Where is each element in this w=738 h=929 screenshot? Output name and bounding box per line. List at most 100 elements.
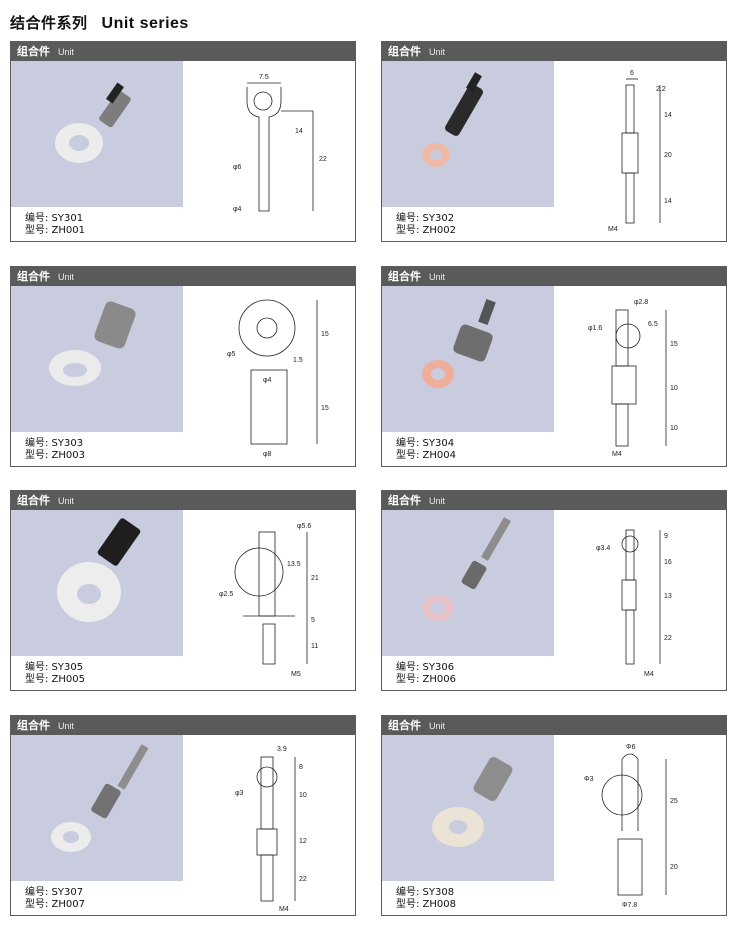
dim-label: φ5: [227, 351, 236, 358]
dim-label: 22: [299, 876, 307, 883]
dim-label: φ1.6: [588, 325, 602, 332]
product-caption: 编号: SY304 型号: ZH004: [382, 432, 554, 466]
technical-drawing: 3.9 8 φ3 10 12 22 M4: [183, 735, 355, 915]
dim-label: 2.2: [656, 86, 666, 93]
product-model: 型号: ZH007: [25, 899, 86, 910]
dim-label: M4: [279, 906, 289, 913]
title-cn: 结合件系列: [10, 14, 88, 32]
dim-label: 10: [299, 792, 307, 799]
page-title: 结合件系列 Unit series: [10, 12, 189, 33]
dim-label: 12: [299, 838, 307, 845]
dim-label: 15: [670, 341, 678, 348]
dim-label: 10: [670, 385, 678, 392]
dim-label: 5: [311, 617, 315, 624]
product-caption: 编号: SY308 型号: ZH008: [382, 881, 554, 915]
dim-label: 15: [321, 405, 329, 412]
product-code: 编号: SY303: [25, 438, 84, 449]
product-caption: 编号: SY302 型号: ZH002: [382, 207, 554, 241]
product-caption: 编号: SY303 型号: ZH003: [11, 432, 183, 466]
product-code: 编号: SY301: [25, 213, 84, 224]
product-code: 编号: SY304: [396, 438, 455, 449]
dim-label: 14: [664, 198, 672, 205]
dim-label: φ6: [233, 164, 242, 171]
technical-drawing: 6 2.2 14 20 14 M4: [554, 61, 726, 241]
dim-label: 15: [321, 331, 329, 338]
dim-label: φ3: [235, 790, 244, 797]
technical-drawing: Φ6 Φ3 25 20 Φ7.8: [554, 735, 726, 915]
product-caption: 编号: SY305 型号: ZH005: [11, 656, 183, 690]
dim-label: 3.9: [277, 746, 287, 753]
product-model: 型号: ZH005: [25, 674, 86, 685]
dim-label: φ8: [263, 451, 272, 458]
dim-label: 8: [299, 764, 303, 771]
dim-label: M4: [608, 226, 618, 233]
product-caption: 编号: SY301 型号: ZH001: [11, 207, 183, 241]
dim-label: 6: [630, 70, 634, 77]
technical-drawing: φ5 15 1.5 φ4 15 φ8: [183, 286, 355, 466]
product-code: 编号: SY308: [396, 887, 455, 898]
dim-label: M5: [291, 671, 301, 678]
dim-label: 11: [311, 643, 318, 650]
dim-label: M4: [612, 451, 622, 458]
dim-label: 21: [311, 575, 319, 582]
dim-label: 22: [319, 156, 327, 163]
product-model: 型号: ZH008: [396, 899, 457, 910]
product-model: 型号: ZH003: [25, 450, 86, 461]
dim-label: 7.5: [259, 74, 269, 81]
dim-label: Φ3: [584, 776, 594, 783]
product-caption: 编号: SY306 型号: ZH006: [382, 656, 554, 690]
product-model: 型号: ZH001: [25, 225, 86, 236]
dim-label: 14: [664, 112, 672, 119]
dim-label: φ2.8: [634, 299, 648, 306]
dim-label: 25: [670, 798, 678, 805]
technical-drawing: φ2.8 φ1.6 6.5 15 10 10 M4: [554, 286, 726, 466]
dim-label: 20: [664, 152, 672, 159]
dim-label: φ3.4: [596, 545, 610, 552]
dim-label: Φ6: [626, 744, 636, 751]
dim-label: 1.5: [293, 357, 303, 364]
product-code: 编号: SY302: [396, 213, 455, 224]
dim-label: 14: [295, 128, 303, 135]
technical-drawing: 7.5 14 22 φ6 φ4: [183, 61, 355, 241]
dim-label: 16: [664, 559, 672, 566]
product-code: 编号: SY306: [396, 662, 455, 673]
dim-label: 6.5: [648, 321, 658, 328]
dim-label: 13.5: [287, 561, 301, 568]
dim-label: 20: [670, 864, 678, 871]
dim-label: φ2.5: [219, 591, 233, 598]
dim-label: Φ7.8: [622, 902, 637, 909]
product-model: 型号: ZH006: [396, 674, 457, 685]
dim-label: φ5.6: [297, 523, 311, 530]
dim-label: 9: [664, 533, 668, 540]
dim-label: φ4: [233, 206, 242, 213]
dim-label: 10: [670, 425, 678, 432]
technical-drawing: φ5.6 13.5 21 φ2.5 5 11 M5: [183, 510, 355, 690]
product-code: 编号: SY305: [25, 662, 84, 673]
product-caption: 编号: SY307 型号: ZH007: [11, 881, 183, 915]
product-code: 编号: SY307: [25, 887, 84, 898]
product-model: 型号: ZH002: [396, 225, 457, 236]
dim-label: 13: [664, 593, 672, 600]
technical-drawing: φ3.4 9 16 13 22 M4: [554, 510, 726, 690]
dim-label: φ4: [263, 377, 272, 384]
product-model: 型号: ZH004: [396, 450, 457, 461]
title-en: Unit series: [101, 15, 189, 32]
dim-label: 22: [664, 635, 672, 642]
dim-label: M4: [644, 671, 654, 678]
